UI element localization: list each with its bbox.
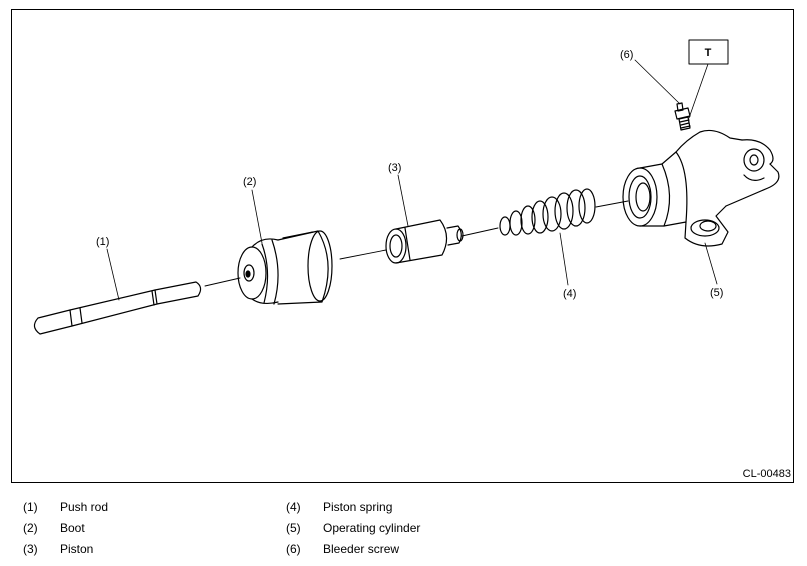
- callout-5: (5): [710, 287, 723, 299]
- legend-number: (4): [286, 500, 301, 514]
- boot-part: [237, 230, 333, 305]
- diagram-frame: [11, 9, 794, 483]
- piston-part: [385, 219, 464, 264]
- piston-spring-part: [499, 188, 596, 236]
- legend-number: (2): [23, 521, 38, 535]
- legend-label: Piston: [60, 542, 94, 556]
- torque-box-label: T: [705, 47, 712, 59]
- push-rod-part: [33, 281, 202, 335]
- reference-code: CL-00483: [743, 468, 791, 480]
- callout-2: (2): [243, 176, 256, 188]
- parts-legend: (1) Push rod (2) Boot (3) Piston (4) Pis…: [0, 492, 807, 566]
- callout-leader-lines: [106, 59, 718, 301]
- legend-number: (1): [23, 500, 38, 514]
- callout-6: (6): [620, 49, 633, 61]
- operating-cylinder-part: [622, 129, 780, 247]
- assembly-axis-line: [204, 200, 629, 287]
- legend-number: (3): [23, 542, 38, 556]
- callout-4: (4): [563, 288, 576, 300]
- callout-3: (3): [388, 162, 401, 174]
- legend-label: Bleeder screw: [323, 542, 400, 556]
- torque-specification-box: [688, 39, 729, 65]
- legend-label: Operating cylinder: [323, 521, 421, 535]
- legend-number: (6): [286, 542, 301, 556]
- legend-label: Piston spring: [323, 500, 393, 514]
- legend-number: (5): [286, 521, 301, 535]
- legend-label: Boot: [60, 521, 85, 535]
- legend-label: Push rod: [60, 500, 109, 514]
- bleeder-screw-part: [674, 102, 691, 131]
- callout-1: (1): [96, 236, 109, 248]
